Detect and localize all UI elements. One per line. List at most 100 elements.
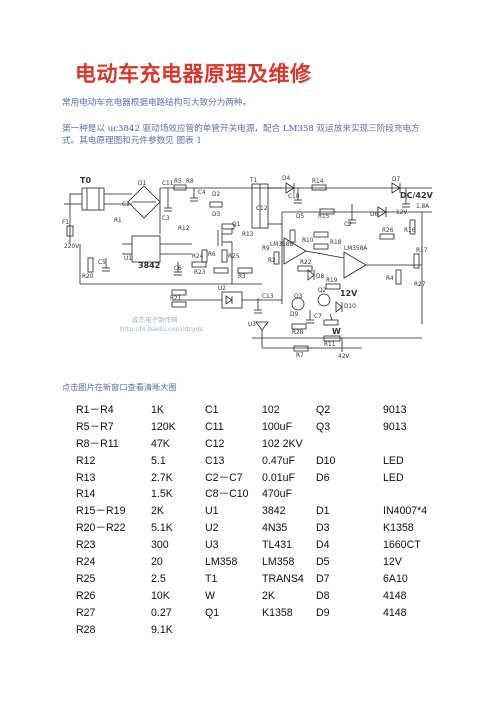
label-r6: R6 [208, 252, 216, 258]
label-3842: 3842 [138, 261, 160, 270]
view-large-image-link[interactable]: 点击图片在新窗口查看清晰大图 [62, 382, 177, 392]
part-value: TL431 [262, 539, 293, 552]
label-r23: R23 [194, 270, 206, 276]
intro-paragraph: 常用电动车充电器根据电路结构可大致分为两种。 [62, 98, 252, 108]
part-ref: R23 [76, 539, 96, 552]
parts-row: R12 5.1 [76, 453, 196, 470]
part-ref: C12 [205, 437, 225, 450]
label-c6: C6 [174, 266, 182, 272]
part-value: 0.01uF [262, 471, 295, 484]
label-r13: R13 [242, 232, 254, 238]
part-value: 9013 [383, 404, 407, 416]
part-ref: C2－C7 [205, 471, 243, 484]
part-value: TRANS4 [262, 572, 304, 585]
part-value: 0.27 [151, 606, 172, 619]
label-r24: R24 [192, 254, 204, 260]
part-ref: R12 [76, 454, 96, 467]
parts-row: R13 2.7K [76, 470, 196, 487]
part-value: LM358 [262, 556, 295, 569]
parts-row: C2－C7 0.01uF [205, 470, 325, 487]
label-lm358b: LM358B [270, 242, 293, 248]
label-r27: R27 [414, 282, 426, 288]
part-value: 9013 [383, 420, 407, 433]
label-t1: T1 [249, 178, 258, 184]
part-value: 9.1K [151, 623, 173, 636]
part-value: 120K [151, 420, 176, 433]
part-ref: D5 [316, 556, 330, 569]
part-ref: W [205, 589, 215, 602]
label-d3: D3 [212, 212, 220, 218]
part-ref: R20－R22 [76, 522, 126, 535]
part-value: LED [383, 454, 404, 467]
part-ref: R25 [76, 572, 96, 585]
chip-lm358: LM358 [282, 124, 314, 134]
label-r19: R19 [326, 278, 338, 284]
part-ref: LM358 [205, 556, 238, 569]
part-value: 10K [151, 589, 170, 602]
part-ref: R13 [76, 471, 96, 484]
part-value: 300 [151, 539, 169, 552]
label-42v: 42V [338, 354, 349, 360]
part-value: 4148 [383, 589, 407, 602]
description-paragraph: 第一种是以 uc3842 驱动场效应管的单管开关电源，配合 LM358 双运放来… [62, 124, 434, 147]
part-ref: R8－R11 [76, 437, 119, 450]
part-value: 470uF [262, 488, 293, 501]
label-r15: R15 [318, 214, 330, 220]
label-c1: C1 [122, 202, 130, 208]
label-r28: R28 [292, 330, 304, 336]
part-value: 0.47uF [262, 454, 295, 467]
bridge-rectifier-shape [127, 185, 161, 219]
label-12v-top: 12V [396, 210, 407, 216]
label-d10: D10 [344, 304, 356, 310]
part-ref: C8－C10 [205, 488, 249, 501]
part-ref: R15－R19 [76, 505, 126, 518]
part-ref: D4 [316, 539, 330, 552]
part-value: LED [383, 471, 404, 484]
part-ref: Q1 [205, 606, 220, 619]
q2-transistor-shape [317, 293, 331, 307]
part-ref: R1－R4 [76, 404, 114, 416]
label-c2: C2 [344, 222, 352, 228]
part-value: K1358 [383, 522, 414, 535]
label-c11: C11 [162, 181, 174, 187]
circuit-diagram[interactable]: T0 220V F1 R1 C1 D1 C11 R5 R8 C4 D2 D3 T… [62, 174, 440, 360]
part-value: 6A10 [383, 572, 408, 585]
part-ref: D3 [316, 522, 330, 535]
uc3842-chip-shape [131, 235, 161, 263]
part-ref: C11 [205, 420, 224, 433]
lm358b-opamp-shape [283, 237, 307, 265]
desc-text-2: 驱动场效应管的单管开关电源，配合 [139, 124, 283, 134]
parts-row [316, 436, 456, 453]
label-r17: R17 [416, 248, 428, 254]
watermark-name: 成杰电子制作网 [132, 315, 178, 324]
label-c3: C3 [162, 216, 170, 222]
part-value: IN4007*4 [383, 505, 428, 518]
parts-row: C8－C10 470uF [205, 486, 325, 503]
part-value: 12V [383, 556, 402, 569]
label-q3: Q3 [294, 294, 303, 300]
label-1-8a: 1.8A [416, 204, 429, 210]
tl431-shape [255, 321, 269, 331]
label-r8: R8 [186, 179, 194, 185]
part-value: 2.7K [151, 471, 173, 484]
part-value: 5.1 [151, 454, 166, 467]
part-ref: Q3 [316, 420, 331, 433]
label-q1: Q1 [232, 222, 241, 228]
label-r1: R1 [114, 218, 122, 224]
schematic-svg: T0 220V F1 R1 C1 D1 C11 R5 R8 C4 D2 D3 T… [62, 176, 434, 360]
q3-transistor-shape [291, 297, 305, 311]
part-value: 3842 [262, 505, 286, 518]
label-w: W [332, 327, 341, 336]
